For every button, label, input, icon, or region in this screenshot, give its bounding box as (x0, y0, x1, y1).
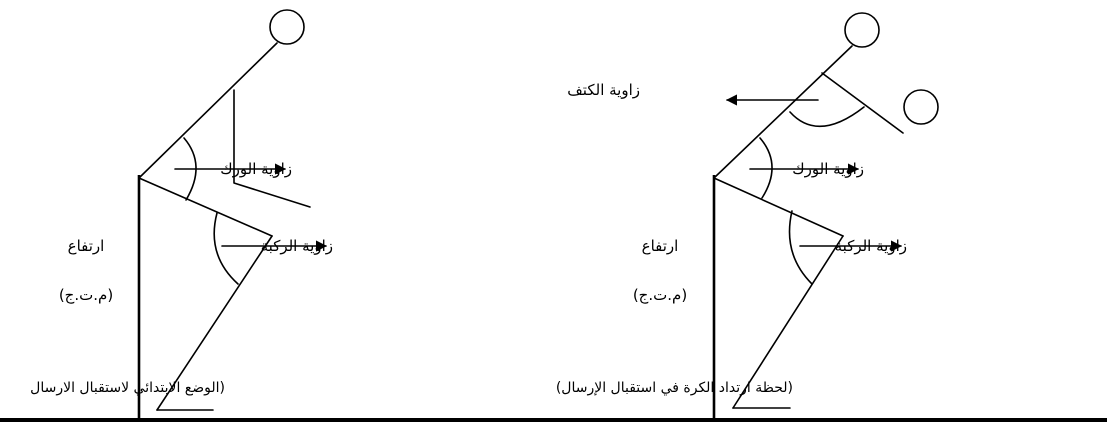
left-trunk (138, 42, 278, 179)
right-shank (732, 235, 844, 409)
right-height-label: ارتفاع (642, 237, 679, 255)
right-hip-label: زاوية الورك (792, 160, 864, 178)
right-shoulder-label: زاوية الكتف (567, 81, 640, 99)
right-ball (903, 89, 939, 125)
right-hip-angle-arc (759, 137, 773, 199)
left-hip-angle-arc (183, 137, 197, 201)
right-arm (821, 72, 904, 134)
left-height-unit: (م.ت.ج) (59, 286, 113, 305)
left-hip-label: زاوية الورك (220, 160, 292, 178)
right-height-unit: (م.ت.ج) (633, 286, 687, 305)
right-knee-angle-arc (788, 210, 813, 285)
right-trunk (713, 45, 853, 179)
right-shoulder-angle-arc (789, 106, 865, 128)
left-height-label: ارتفاع (68, 237, 105, 255)
left-figure: زاوية الورك زاوية الركبة ارتفاع (م.ت.ج) … (30, 9, 333, 420)
left-thigh (138, 177, 273, 237)
left-head (269, 9, 305, 45)
left-caption: (الوضع الابتدائي لاستقبال الارسال (30, 380, 225, 396)
right-caption: (لحظة ارتداد الكرة في استقبال الإرسال) (556, 380, 793, 396)
right-knee-label: زاوية الركبة (835, 237, 907, 255)
left-arm (233, 89, 311, 208)
left-shank (156, 235, 273, 411)
right-head (844, 12, 880, 48)
left-knee-angle-arc (213, 212, 239, 285)
left-knee-label: زاوية الركبة (261, 237, 333, 255)
right-thigh (713, 177, 844, 237)
right-figure: زاوية الكتف زاوية الورك زاوية الركبة ارت… (556, 12, 939, 420)
